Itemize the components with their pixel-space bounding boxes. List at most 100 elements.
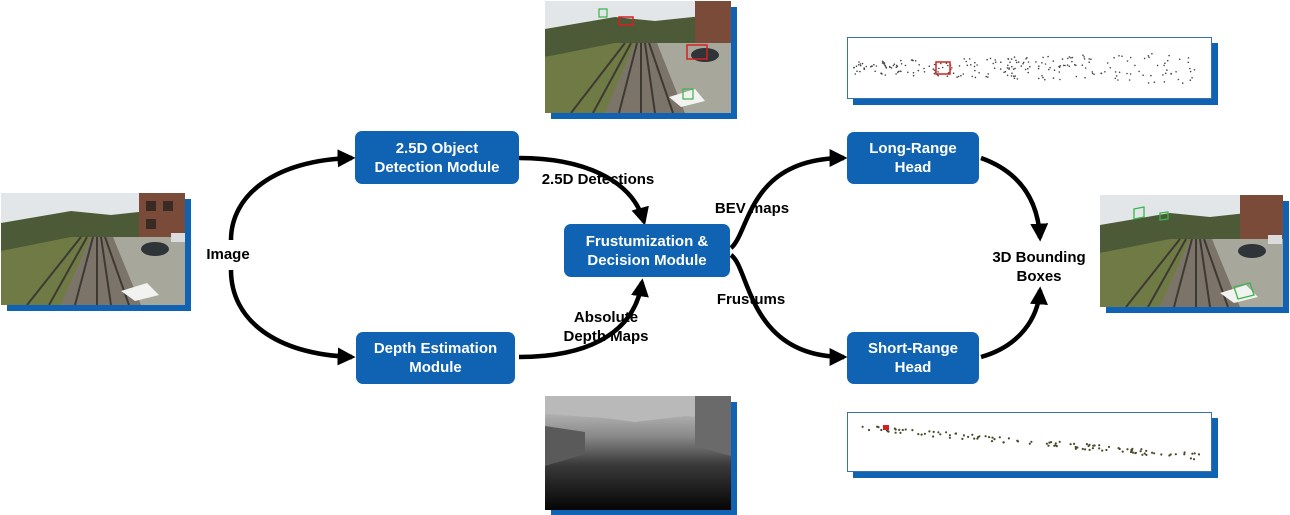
frustum-point [898, 428, 901, 431]
frustum-point [1139, 450, 1142, 453]
bev-point [1016, 78, 1019, 80]
bev-point [889, 66, 891, 69]
bev-point [1009, 61, 1011, 63]
bev-point [1150, 74, 1152, 77]
frustum-point [1143, 452, 1146, 455]
bev-point [1147, 55, 1150, 57]
frustum-point [928, 430, 931, 433]
bev-point [1114, 77, 1117, 80]
bev-point [1126, 60, 1129, 62]
bev-point [1191, 77, 1193, 79]
input-image [1, 193, 185, 305]
bev-point [1082, 54, 1084, 56]
depth-map-image [545, 396, 731, 510]
bev-point [962, 73, 965, 75]
frustum-point [991, 436, 994, 439]
bev-point [1059, 65, 1062, 67]
bev-maps-label: BEV maps [714, 200, 790, 217]
frustum-point [948, 436, 951, 439]
bev-point [946, 75, 949, 77]
bev-point [1166, 59, 1169, 62]
bev-point [1091, 71, 1094, 73]
bev-point [1088, 58, 1090, 60]
bev-point [974, 69, 976, 72]
bev-point [1061, 58, 1064, 60]
frustum-point [1002, 441, 1005, 444]
bev-point [928, 65, 931, 67]
bev-point [1037, 67, 1040, 70]
bev-point [1027, 67, 1029, 70]
bev-point [1193, 69, 1196, 71]
bev-point [1017, 61, 1020, 63]
detection-output-image [545, 1, 731, 113]
bev-point [1118, 55, 1120, 57]
bev-point [987, 73, 989, 75]
bev-point [861, 62, 864, 65]
frustum-point [1121, 450, 1124, 453]
bev-point [1187, 61, 1190, 64]
frustum-point [1093, 444, 1096, 447]
bev-detection-box [935, 61, 951, 75]
bev-point [1044, 63, 1047, 65]
bev-point [1035, 61, 1037, 63]
bev-point [873, 63, 875, 66]
frustum-point [977, 436, 980, 439]
bev-point [992, 62, 994, 65]
bev-point [917, 69, 920, 72]
bev-point [1044, 78, 1046, 81]
bev-point [875, 65, 878, 67]
bev-point [884, 74, 887, 76]
bev-point [853, 66, 855, 69]
bev-point [1038, 77, 1040, 80]
frustum-point [917, 433, 920, 436]
bev-point [884, 65, 887, 67]
bev-point [1041, 62, 1043, 64]
frustum-point [1168, 454, 1171, 457]
arrow-longrange-to-boxes [980, 155, 1049, 242]
bev-point [1042, 56, 1044, 59]
bev-point [1117, 79, 1119, 81]
frustum-point [1050, 441, 1053, 444]
bev-point [1071, 60, 1073, 63]
frustum-point [1058, 440, 1061, 443]
frustum-point [1107, 445, 1111, 448]
frustum-point [1076, 446, 1079, 449]
bev-point [1121, 55, 1123, 57]
bev-point [956, 76, 958, 78]
bev-point [968, 58, 971, 60]
bev-point [1090, 58, 1092, 60]
bev-point [1058, 66, 1061, 68]
bev-point [1138, 70, 1140, 73]
bev-point [1012, 75, 1015, 77]
bev-point [1041, 75, 1043, 77]
bev-point [986, 58, 988, 61]
frustum-point [1134, 452, 1137, 455]
bev-point [1006, 67, 1009, 69]
frustum-point [901, 428, 904, 432]
frustum-point [990, 440, 994, 443]
bev-point [1115, 75, 1118, 77]
bev-point [974, 76, 977, 79]
bev-point [1068, 56, 1071, 58]
frustum-point [893, 427, 896, 430]
bev-point [859, 63, 862, 65]
frustum-point [1047, 444, 1050, 447]
bev-point [1143, 57, 1146, 60]
frustum-point [1145, 449, 1148, 452]
bev-point [1015, 59, 1017, 62]
bev-point [1027, 61, 1030, 63]
bev-point [945, 62, 948, 65]
frustum-point [1160, 453, 1163, 456]
arrow-detection-to-frustum [518, 155, 649, 226]
frustum-point [1118, 447, 1121, 451]
bev-point [1068, 65, 1071, 68]
frustum-point [1081, 447, 1084, 451]
bev-point [869, 66, 872, 68]
bev-point [1025, 58, 1027, 60]
bev-point [1164, 62, 1166, 64]
bev-point [854, 73, 857, 75]
frustum-point [1091, 447, 1094, 450]
frustum-point [920, 433, 923, 436]
frustum-point [1016, 440, 1020, 443]
